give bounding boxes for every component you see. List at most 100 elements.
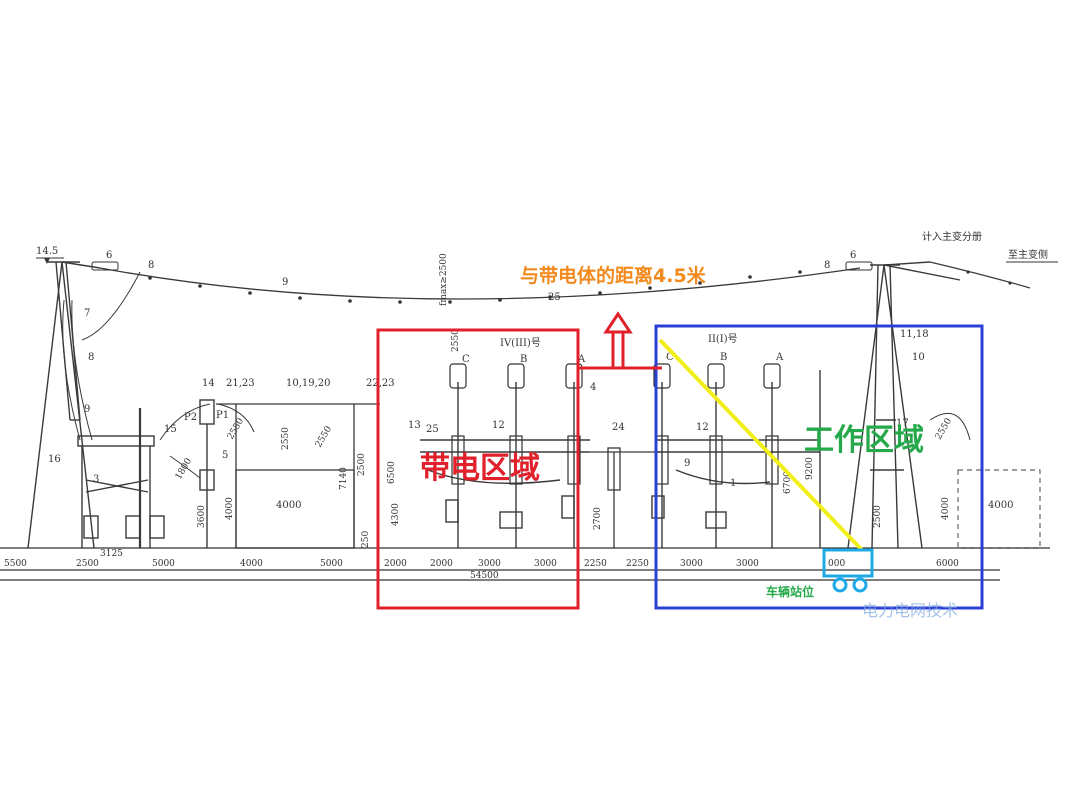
- svg-text:2500: 2500: [357, 453, 367, 476]
- svg-text:3125: 3125: [100, 549, 123, 559]
- distance-label: 与带电体的距离4.5米: [520, 264, 707, 287]
- work-zone-label: 工作区域: [804, 423, 924, 458]
- svg-text:1: 1: [730, 478, 736, 489]
- svg-text:11,18: 11,18: [900, 329, 929, 340]
- svg-text:fmax≥2500: fmax≥2500: [439, 253, 449, 306]
- svg-text:4000: 4000: [225, 497, 235, 520]
- svg-text:2000: 2000: [384, 559, 407, 569]
- svg-text:2000: 2000: [430, 559, 453, 569]
- svg-text:6: 6: [850, 250, 856, 261]
- lightning-arrester: [199, 399, 215, 548]
- svg-text:3000: 3000: [736, 559, 759, 569]
- left-switch-frame: [77, 408, 165, 548]
- vehicle-box-text: 000: [828, 559, 845, 569]
- svg-text:9200: 9200: [805, 457, 815, 480]
- svg-text:9: 9: [282, 277, 288, 288]
- left-tower-top-mark: 14.5: [36, 246, 64, 264]
- work-bay-insulators: [653, 363, 781, 485]
- svg-text:24: 24: [612, 422, 625, 433]
- svg-text:9: 9: [84, 404, 90, 415]
- svg-text:6000: 6000: [936, 559, 959, 569]
- insulator-strings: [91, 261, 873, 271]
- svg-text:3000: 3000: [478, 559, 501, 569]
- svg-text:4000: 4000: [941, 497, 951, 520]
- svg-text:6700: 6700: [783, 471, 793, 494]
- svg-text:5000: 5000: [320, 559, 343, 569]
- live-zone-box: [376, 328, 580, 610]
- right-line-dots: [966, 270, 1012, 285]
- left-down-leads: [62, 271, 141, 441]
- svg-text:7: 7: [84, 308, 90, 319]
- svg-text:21,23: 21,23: [226, 378, 255, 389]
- svg-text:3000: 3000: [534, 559, 557, 569]
- conductor-dots: [148, 270, 802, 304]
- note-main-transformer: 计入主变分册: [922, 230, 982, 243]
- phase-labels: C B A C B A: [462, 352, 784, 365]
- vehicle-label: 车辆站位: [766, 584, 814, 599]
- boom-line: [658, 338, 864, 552]
- svg-text:3: 3: [93, 474, 99, 485]
- svg-text:3600: 3600: [197, 505, 207, 528]
- svg-text:2550: 2550: [281, 427, 291, 450]
- live-zone-label: 带电区域: [420, 451, 540, 486]
- bay-title-right: II(I)号: [708, 333, 738, 345]
- ground-line: [0, 547, 1050, 581]
- right-incoming-line: [929, 261, 1031, 289]
- svg-text:10,19,20: 10,19,20: [286, 378, 331, 389]
- svg-text:4: 4: [590, 382, 596, 393]
- svg-text:2700: 2700: [593, 507, 603, 530]
- svg-text:10: 10: [912, 352, 925, 363]
- svg-text:9: 9: [684, 458, 690, 469]
- svg-text:2500: 2500: [873, 505, 883, 528]
- box-dim-left: 4000: [276, 500, 301, 511]
- svg-text:2550: 2550: [451, 329, 461, 352]
- svg-text:15: 15: [164, 424, 177, 435]
- svg-text:8: 8: [824, 260, 830, 271]
- svg-text:2500: 2500: [76, 559, 99, 569]
- svg-text:14: 14: [202, 378, 215, 389]
- svg-text:250: 250: [361, 531, 371, 548]
- svg-text:6500: 6500: [387, 461, 397, 484]
- right-arc: [929, 412, 971, 441]
- svg-text:B: B: [520, 354, 527, 365]
- svg-text:8: 8: [148, 260, 154, 271]
- svg-text:12: 12: [492, 420, 505, 431]
- bottom-dims: 5500 2500 5000 4000 5000 2000 2000 3000 …: [4, 549, 959, 581]
- svg-text:5000: 5000: [152, 559, 175, 569]
- work-bay-structure: [651, 370, 821, 548]
- svg-text:17: 17: [896, 418, 909, 429]
- right-tower: [847, 261, 961, 549]
- svg-text:1800: 1800: [174, 456, 194, 481]
- distance-arrow: [578, 311, 662, 370]
- svg-text:2250: 2250: [584, 559, 607, 569]
- note-to-transformer: 至主变侧: [1008, 248, 1048, 261]
- svg-text:C: C: [462, 354, 470, 365]
- svg-text:P1: P1: [216, 410, 229, 421]
- svg-text:22,23: 22,23: [366, 378, 395, 389]
- svg-text:8: 8: [88, 352, 94, 363]
- svg-text:5: 5: [222, 450, 228, 461]
- total-dimension: 54500: [470, 571, 499, 581]
- svg-text:13: 13: [408, 420, 421, 431]
- svg-text:4300: 4300: [391, 503, 401, 526]
- svg-text:5500: 5500: [4, 559, 27, 569]
- box-dim-right: 4000: [988, 500, 1013, 511]
- mid-labels: 13 25 12 24 9 12 4 1 17: [408, 382, 909, 489]
- svg-text:2550: 2550: [934, 416, 954, 441]
- svg-text:A: A: [775, 352, 784, 363]
- svg-text:C: C: [666, 352, 674, 363]
- svg-text:4000: 4000: [240, 559, 263, 569]
- work-zone-box: [654, 324, 984, 610]
- svg-text:6: 6: [106, 250, 112, 261]
- elevation-label: 14.5: [36, 246, 58, 257]
- svg-text:16: 16: [48, 454, 61, 465]
- bay-title-left: IV(III)号: [500, 337, 541, 349]
- svg-text:25: 25: [426, 424, 439, 435]
- top-labels: 6 8 9 25 6 8 计入主变分册 至主变侧 fmax≥2500 11,18…: [106, 230, 1058, 363]
- svg-text:3000: 3000: [680, 559, 703, 569]
- centre-equipment: [590, 447, 660, 548]
- vehicle-icon: [822, 548, 874, 593]
- watermark: 电力电网技术: [862, 601, 958, 620]
- svg-text:A: A: [577, 354, 586, 365]
